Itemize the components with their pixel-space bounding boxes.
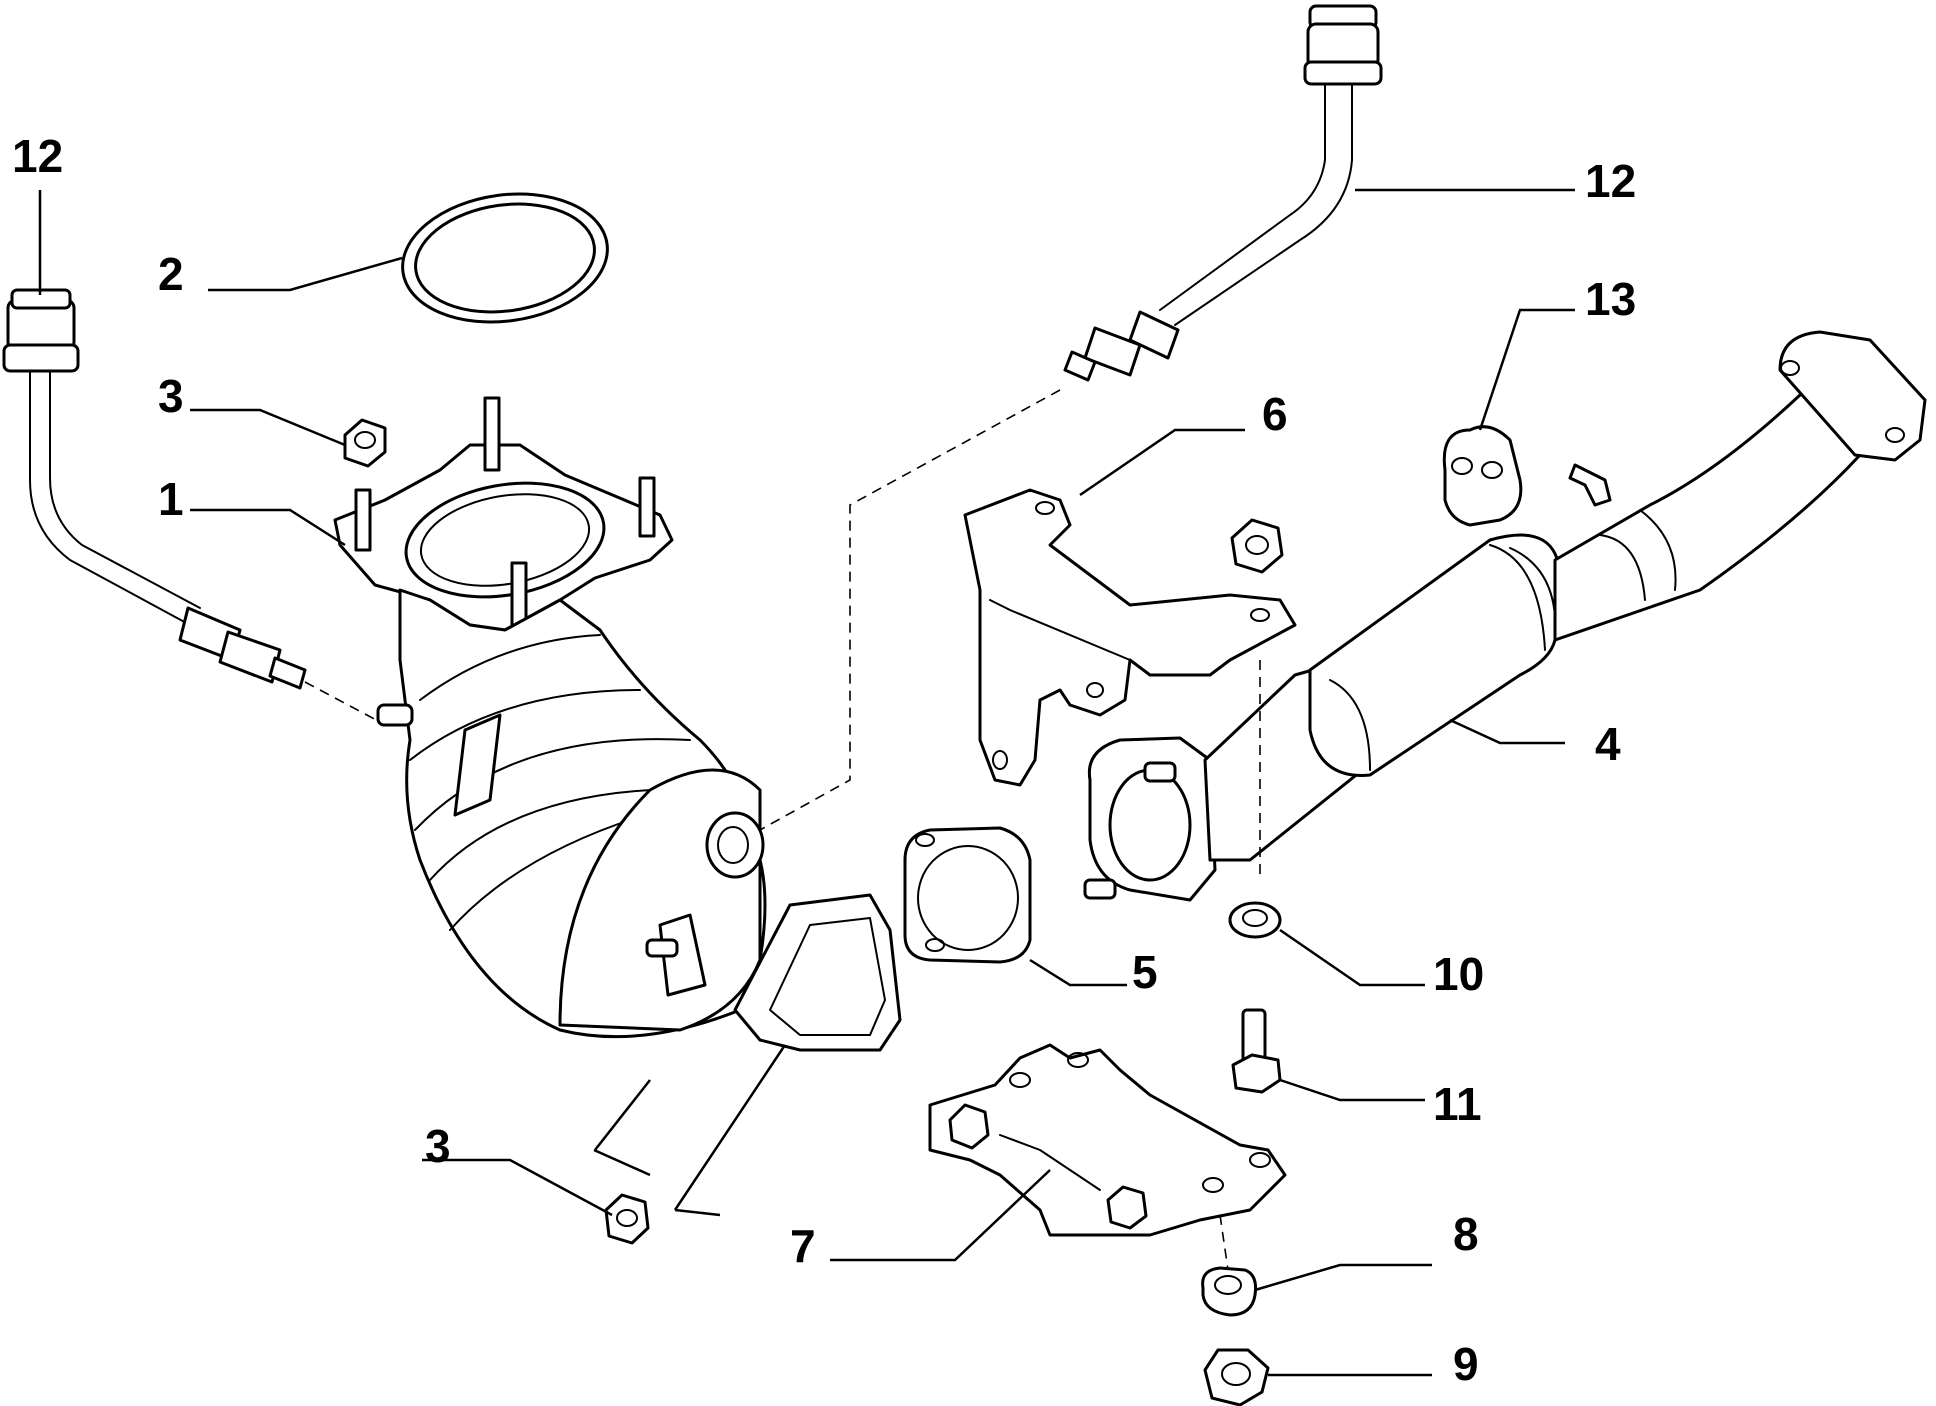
bolt [1231, 1008, 1282, 1094]
oxygen-sensor-left [2, 288, 381, 723]
spacer-nut [1201, 1214, 1257, 1317]
nut-upper [343, 418, 387, 468]
callout-9: 9 [1453, 1338, 1479, 1390]
nut-lower [593, 1044, 787, 1245]
callout-10: 10 [1433, 948, 1484, 1000]
rubber-mount [1442, 425, 1523, 527]
oxygen-sensor-right [1063, 4, 1383, 382]
bracket [963, 488, 1297, 787]
callout-12-right: 12 [1585, 155, 1636, 207]
gasket [903, 826, 1032, 964]
hex-nut [1203, 1348, 1270, 1406]
sealing-ring [401, 192, 609, 324]
callout-12-left: 12 [12, 130, 63, 182]
callout-5: 5 [1132, 946, 1158, 998]
callout-6: 6 [1262, 388, 1288, 440]
exhaust-pipe [1083, 330, 1927, 902]
callout-11: 11 [1433, 1078, 1482, 1130]
callout-7: 7 [790, 1220, 816, 1272]
callout-3-upper: 3 [158, 370, 184, 422]
callout-4: 4 [1595, 718, 1621, 770]
leader-lines [38, 188, 1575, 1377]
callout-8: 8 [1453, 1208, 1479, 1260]
catalytic-converter [333, 396, 902, 1052]
callout-1: 1 [158, 473, 184, 525]
heat-shield-plate [928, 1043, 1287, 1237]
washer [1228, 660, 1282, 939]
nut-bracket [1230, 518, 1284, 574]
callout-13: 13 [1585, 273, 1636, 325]
callout-3-lower: 3 [425, 1120, 451, 1172]
callout-2: 2 [158, 248, 184, 300]
